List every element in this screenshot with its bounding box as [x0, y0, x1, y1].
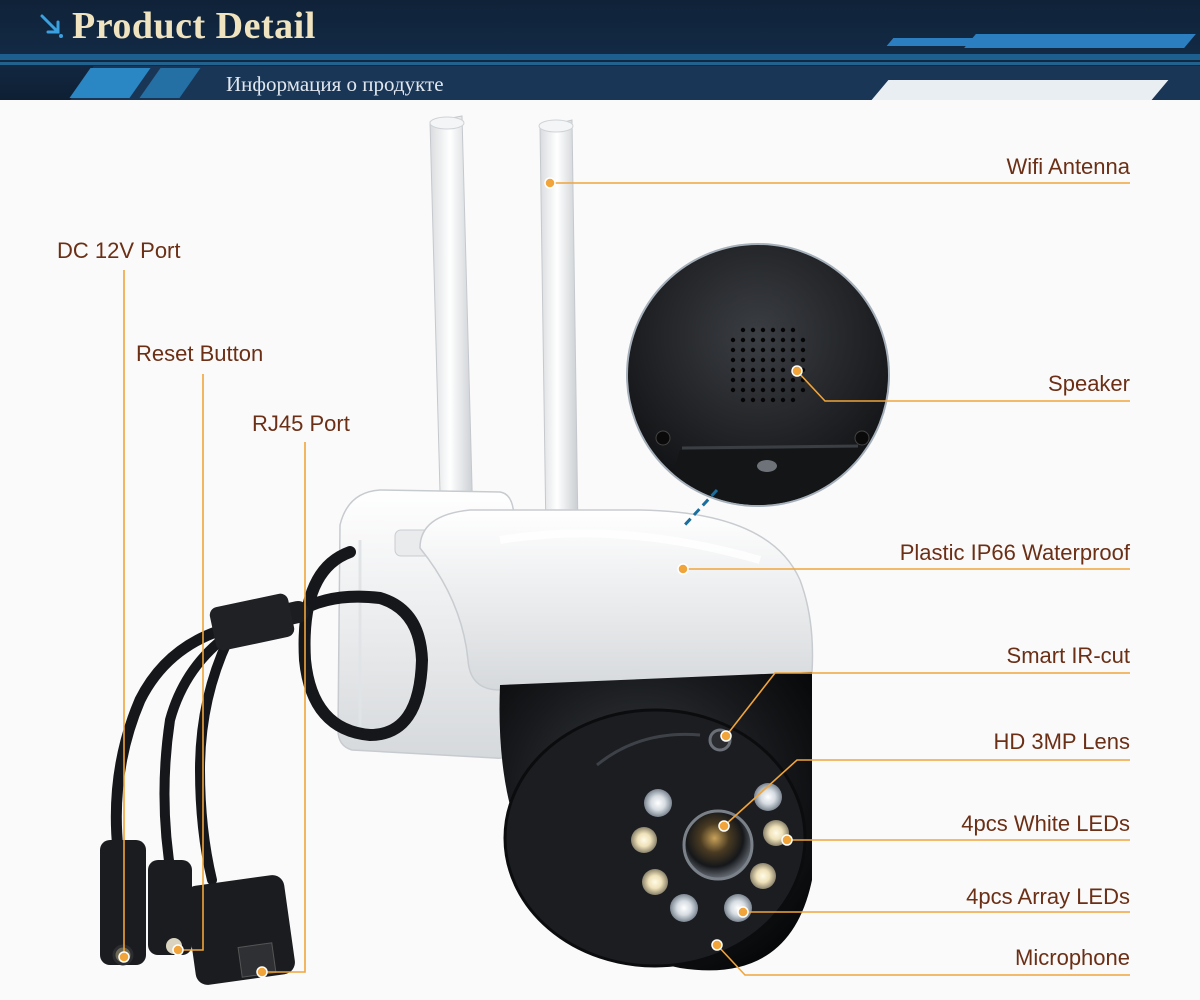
header-banner: Product Detail Информация о продукте — [0, 0, 1200, 100]
label-speaker: Speaker — [1048, 371, 1130, 396]
label-ir-cut: Smart IR-cut — [1006, 643, 1130, 668]
label-array-leds: 4pcs Array LEDs — [966, 884, 1130, 909]
inset-connector — [680, 488, 719, 530]
speaker-hole — [780, 347, 786, 353]
speaker-hole — [760, 337, 766, 343]
speaker-hole — [780, 387, 786, 393]
speaker-hole — [750, 347, 756, 353]
label-reset-button: Reset Button — [136, 341, 264, 366]
speaker-hole — [760, 377, 766, 383]
speaker-grille — [730, 327, 806, 403]
speaker-hole — [750, 397, 756, 403]
speaker-hole — [790, 377, 796, 383]
speaker-hole — [730, 367, 736, 373]
speaker-hole — [780, 357, 786, 363]
label-dc-12v-port: DC 12V Port — [57, 238, 181, 263]
label-hd-lens: HD 3MP Lens — [993, 729, 1130, 754]
speaker-hole — [770, 337, 776, 343]
speaker-hole — [730, 387, 736, 393]
camera-housing — [419, 509, 814, 971]
label-rj45-port: RJ45 Port — [252, 411, 350, 436]
speaker-hole — [780, 367, 786, 373]
speaker-hole — [790, 337, 796, 343]
speaker-zoom-inset — [626, 243, 890, 507]
header-stripe — [0, 62, 1200, 65]
speaker-hole — [790, 357, 796, 363]
speaker-hole — [740, 397, 746, 403]
cables — [110, 546, 429, 936]
speaker-hole — [760, 387, 766, 393]
speaker-hole — [790, 387, 796, 393]
speaker-hole — [800, 347, 806, 353]
speaker-hole — [770, 327, 776, 333]
speaker-hole — [730, 357, 736, 363]
speaker-hole — [800, 357, 806, 363]
camera-lens — [682, 809, 754, 881]
speaker-hole — [750, 357, 756, 363]
speaker-hole — [790, 397, 796, 403]
speaker-hole — [740, 327, 746, 333]
speaker-hole — [740, 347, 746, 353]
speaker-hole — [760, 347, 766, 353]
leader-dots — [118, 177, 803, 978]
speaker-hole — [760, 357, 766, 363]
speaker-hole — [760, 327, 766, 333]
speaker-hole — [780, 397, 786, 403]
speaker-hole — [770, 377, 776, 383]
speaker-hole — [760, 367, 766, 373]
speaker-hole — [750, 327, 756, 333]
speaker-hole — [740, 357, 746, 363]
speaker-hole — [800, 337, 806, 343]
speaker-hole — [740, 367, 746, 373]
speaker-hole — [780, 337, 786, 343]
speaker-hole — [740, 377, 746, 383]
speaker-hole — [770, 347, 776, 353]
header-stripe — [0, 54, 1200, 60]
speaker-hole — [750, 387, 756, 393]
speaker-hole — [780, 377, 786, 383]
arrow-down-right-icon — [40, 14, 63, 38]
speaker-hole — [800, 387, 806, 393]
speaker-hole — [770, 357, 776, 363]
cable-connectors — [100, 840, 295, 985]
page-title: Product Detail — [72, 5, 316, 47]
speaker-hole — [750, 367, 756, 373]
speaker-hole — [750, 337, 756, 343]
page-subtitle: Информация о продукте — [226, 72, 444, 96]
speaker-hole — [790, 327, 796, 333]
speaker-hole — [760, 397, 766, 403]
speaker-hole — [770, 387, 776, 393]
speaker-hole — [790, 347, 796, 353]
speaker-hole — [740, 337, 746, 343]
speaker-hole — [750, 377, 756, 383]
label-microphone: Microphone — [1015, 945, 1130, 970]
wifi-antenna — [429, 115, 579, 567]
speaker-hole — [730, 337, 736, 343]
leader-lines — [123, 182, 1130, 976]
label-white-leds: 4pcs White LEDs — [961, 811, 1130, 836]
speaker-hole — [740, 387, 746, 393]
speaker-hole — [770, 367, 776, 373]
speaker-hole — [780, 327, 786, 333]
speaker-hole — [730, 377, 736, 383]
speaker-hole — [730, 347, 736, 353]
label-wifi-antenna: Wifi Antenna — [1006, 154, 1130, 179]
speaker-hole — [770, 397, 776, 403]
label-waterproof: Plastic IP66 Waterproof — [899, 540, 1130, 565]
